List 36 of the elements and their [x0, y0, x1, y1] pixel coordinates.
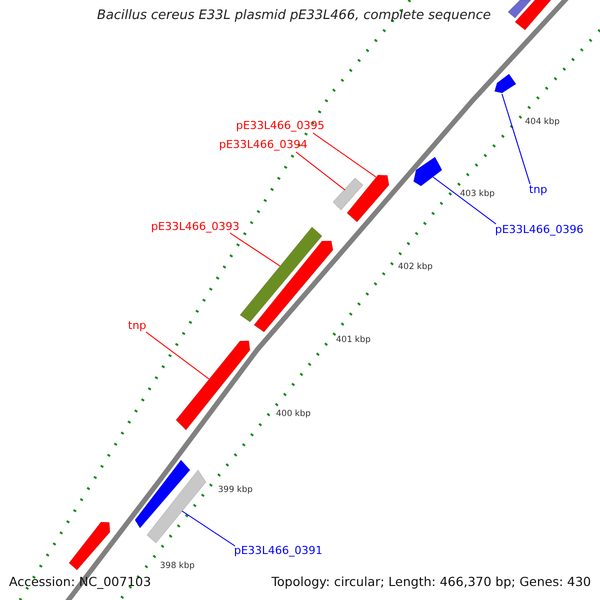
gene-feature: [494, 74, 516, 94]
tick-label: 404 kbp: [525, 117, 560, 127]
accession-text: Accession: NC_007103: [9, 575, 152, 588]
topology-text: Topology: circular; Length: 466,370 bp; Genes: 430: [272, 575, 591, 588]
leader-line: [432, 176, 496, 224]
gene-label: pE33L466_0396: [495, 223, 584, 236]
tick-label: 398 kbp: [160, 561, 195, 571]
leader-line: [230, 232, 280, 266]
gene-feature: [240, 226, 322, 322]
gene-label: tnp: [128, 319, 146, 332]
gene-label: tnp: [529, 183, 548, 196]
tick-label: 400 kbp: [276, 409, 311, 419]
map-title: Bacillus cereus E33L plasmid pE33L466, complete sequence: [97, 9, 491, 22]
gene-label: pE33L466_0391: [234, 544, 323, 557]
gene-feature: [146, 469, 206, 544]
gene-feature: [514, 0, 552, 30]
gene-feature: [68, 522, 110, 570]
gene-label: pE33L466_0395: [236, 119, 325, 132]
tick-label: 402 kbp: [398, 262, 433, 272]
leader-line: [312, 132, 376, 178]
tick-label: 399 kbp: [218, 485, 253, 495]
gene-feature: [508, 0, 532, 18]
gene-feature: [332, 178, 364, 210]
tick-label: 401 kbp: [336, 335, 371, 345]
gene-feature: [413, 156, 442, 186]
leader-line: [182, 510, 236, 546]
gene-feature: [254, 240, 334, 332]
leader-line: [502, 94, 530, 184]
gene-feature: [176, 340, 250, 430]
gene-feature: [134, 460, 190, 528]
gene-label: pE33L466_0393: [151, 220, 240, 233]
gene-feature: [346, 174, 390, 222]
leader-line: [146, 332, 210, 380]
leader-line: [296, 152, 346, 190]
tick-label: 403 kbp: [460, 189, 495, 199]
gene-label: pE33L466_0394: [219, 138, 308, 151]
